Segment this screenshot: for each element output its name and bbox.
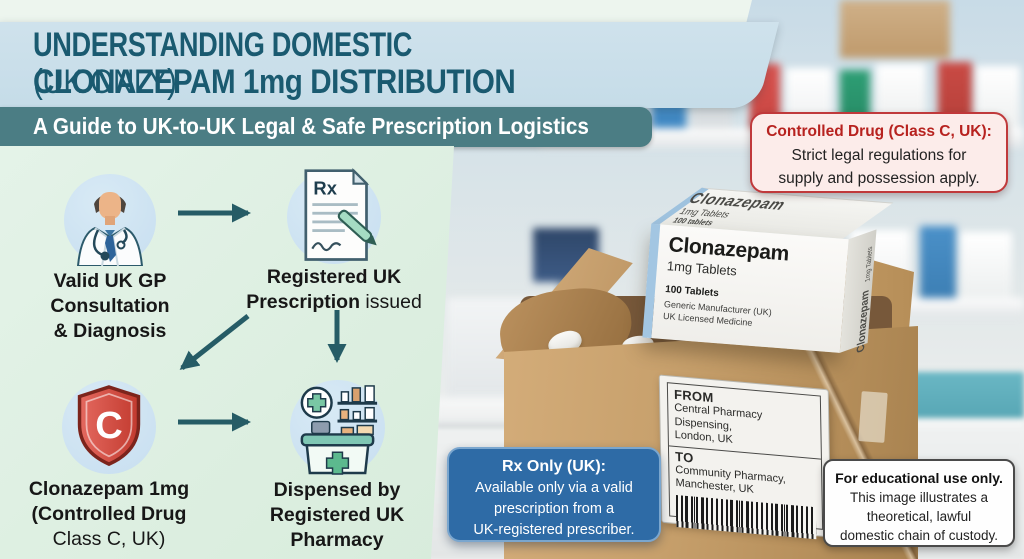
subtitle: A Guide to UK-to-UK Legal & Safe Prescri… [33,113,589,139]
controlled-drug-line: supply and possession apply. [778,170,980,187]
page-title-line1: UNDERSTANDING DOMESTIC [33,26,413,64]
header-content: UNDERSTANDING DOMESTIC CLONAZEPAM 1mg DI… [0,22,779,108]
rx-only-line: UK-registered prescriber. [473,522,635,538]
callout-controlled-drug: Controlled Drug (Class C, UK): Strict le… [750,112,1008,193]
callout-rx-only: Rx Only (UK): Available only via a valid… [447,447,661,542]
rx-only-title: Rx Only (UK): [502,458,606,475]
step-label-gp: Valid UK GP Consultation & Diagnosis [50,270,170,342]
prescription-icon: Rx [287,168,381,264]
pharmacy-icon [289,380,385,475]
educational-line: This image illustrates a [849,490,989,505]
doctor-icon [64,174,156,266]
medicine-box-side-text: Clonazepam 1mg Tablets [851,230,879,356]
rx-symbol: Rx [313,178,337,199]
shipping-label-frame: FROM Central Pharmacy Dispensing, London… [666,382,824,539]
flow-step-prescription: Rx Registered UK Prescription issued [246,168,422,315]
subtitle-band: A Guide to UK-to-UK Legal & Safe Prescri… [0,107,652,147]
flow-step-pharmacy: Dispensed by Registered UK Pharmacy [250,380,424,553]
controlled-drug-line: Strict legal regulations for [791,147,967,164]
rx-only-line: prescription from a [493,501,615,517]
shield-letter: C [95,404,123,447]
header-panel: UNDERSTANDING DOMESTIC CLONAZEPAM 1mg DI… [0,22,779,108]
page-title-line2: CLONAZEPAM 1mg DISTRIBUTION (UK ONLY) [33,63,682,101]
header-top-strip [0,0,753,24]
side-strength: 1mg Tablets [864,245,875,283]
medicine-box-front-face: Clonazepam 1mg Tablets 100 Tablets Gener… [642,223,849,353]
medicine-box-top-text: Clonazepam 1mg Tablets 100 tablets [670,190,790,231]
educational-line: theoretical, lawful [866,509,972,524]
controlled-drug-title: Controlled Drug (Class C, UK): [766,123,992,140]
side-name: Clonazepam [854,288,872,355]
box-tape [858,391,888,443]
educational-title: For educational use only. [835,470,1003,486]
shield-icon: C [62,380,156,474]
step-label-prescription: Registered UK Prescription issued [246,266,422,313]
educational-line: domestic chain of custody. [839,528,999,543]
page-title-line2-strong: CLONAZEPAM 1mg DISTRIBUTION [33,63,516,101]
medicine-box: Clonazepam 1mg Tablets 100 tablets Clona… [624,172,894,366]
flow-step-gp-consultation: Valid UK GP Consultation & Diagnosis [28,174,192,344]
step-label-pharmacy: Dispensed by Registered UK Pharmacy [269,479,405,551]
step-label-controlled-drug: Clonazepam 1mg (Controlled Drug Class C,… [28,478,190,550]
rx-only-line: Available only via a valid [475,480,633,496]
callout-educational-disclaimer: For educational use only. This image ill… [823,459,1015,547]
shipping-label: FROM Central Pharmacy Dispensing, London… [658,374,832,539]
flow-step-controlled-drug: C Clonazepam 1mg (Controlled Drug Class … [24,380,194,552]
